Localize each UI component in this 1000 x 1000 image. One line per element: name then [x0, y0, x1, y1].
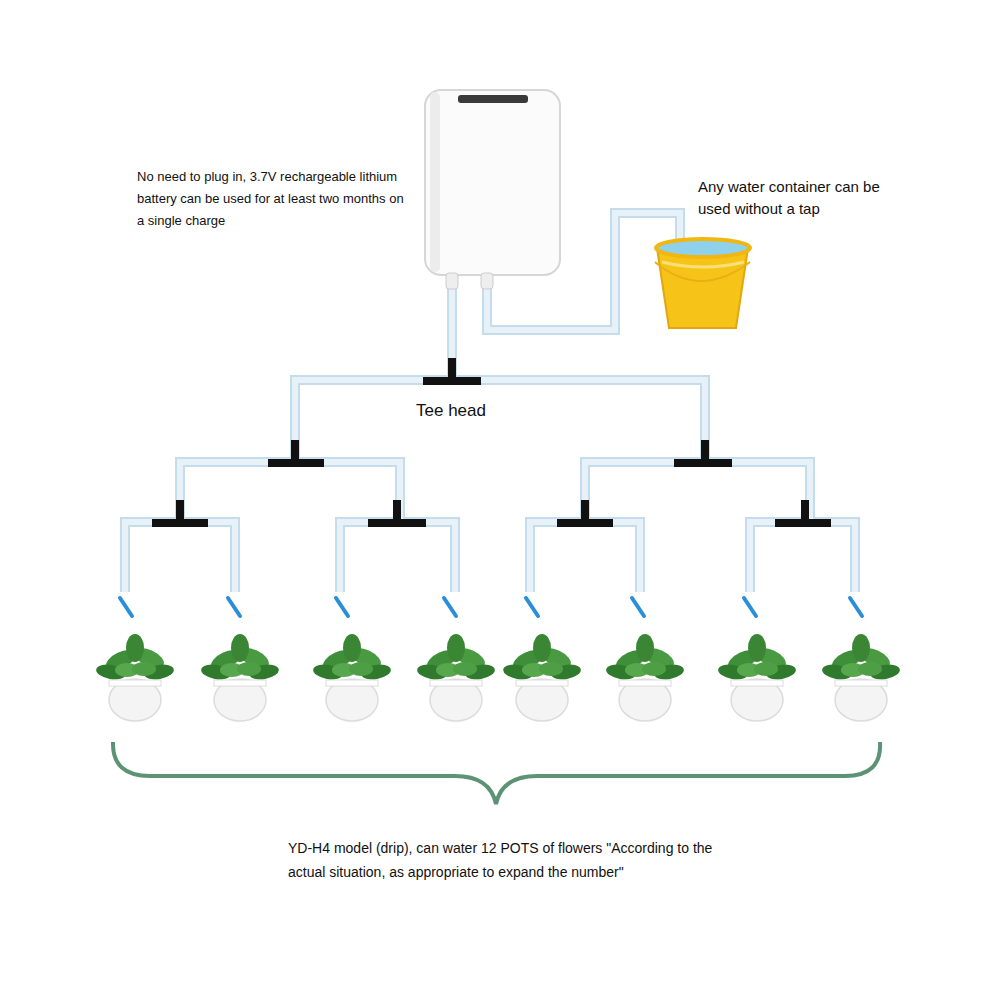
- tee-head-label: Tee head: [416, 400, 526, 422]
- caption-note: YD-H4 model (drip), can water 12 POTS of…: [288, 836, 718, 884]
- battery-note: No need to plug in, 3.7V rechargeable li…: [137, 166, 407, 232]
- container-note: Any water container can be used without …: [698, 176, 888, 220]
